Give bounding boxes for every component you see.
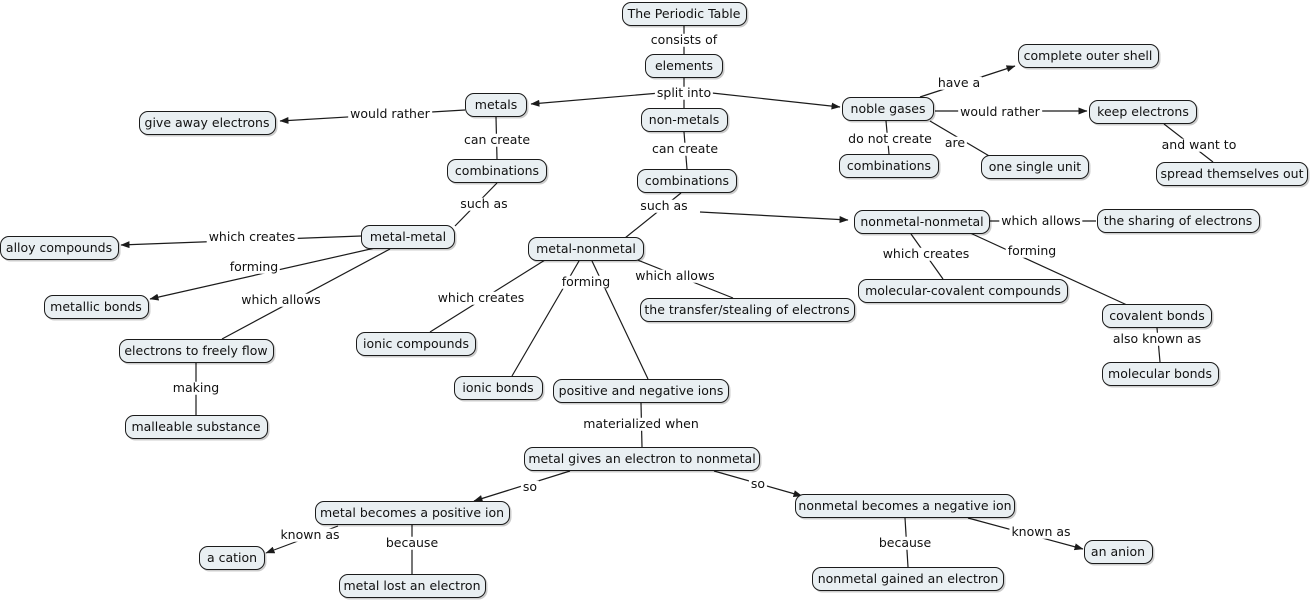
edge-label: also known as bbox=[1110, 330, 1204, 346]
edge-label: which allows bbox=[999, 212, 1083, 228]
concept-node-sharing-electrons[interactable]: the sharing of electrons bbox=[1096, 209, 1260, 233]
concept-node-malleable-substance[interactable]: malleable substance bbox=[124, 415, 268, 439]
concept-node-metals[interactable]: metals bbox=[465, 93, 527, 117]
edge-label: are bbox=[942, 134, 968, 150]
edge-label: split into bbox=[654, 84, 714, 100]
concept-node-noble-gases[interactable]: noble gases bbox=[842, 97, 934, 121]
concept-node-metal-gives-electron[interactable]: metal gives an electron to nonmetal bbox=[524, 447, 760, 471]
concept-node-metallic-bonds[interactable]: metallic bonds bbox=[43, 295, 149, 319]
edge-label: so bbox=[748, 475, 768, 491]
edge-label: which creates bbox=[880, 245, 972, 261]
concept-node-ionic-bonds[interactable]: ionic bonds bbox=[453, 376, 543, 400]
edge-label: known as bbox=[1009, 523, 1073, 539]
edge-label: can create bbox=[461, 131, 533, 147]
edge-label: so bbox=[520, 478, 540, 494]
edge-line bbox=[530, 92, 661, 107]
concept-node-a-cation[interactable]: a cation bbox=[199, 546, 265, 570]
concept-node-keep-electrons[interactable]: keep electrons bbox=[1089, 100, 1197, 124]
concept-node-spread-themselves-out[interactable]: spread themselves out bbox=[1156, 162, 1308, 186]
concept-node-non-metals[interactable]: non-metals bbox=[640, 108, 728, 132]
edge-label: forming bbox=[1005, 242, 1059, 258]
edge-label: forming bbox=[559, 273, 613, 289]
concept-node-give-away-electrons[interactable]: give away electrons bbox=[138, 111, 276, 135]
edge-label: such as bbox=[638, 197, 690, 213]
concept-node-nonmetal-combinations[interactable]: combinations bbox=[637, 169, 737, 193]
edge-label: would rather bbox=[958, 103, 1042, 119]
concept-node-metal-nonmetal[interactable]: metal-nonmetal bbox=[528, 237, 644, 261]
edge-label: because bbox=[383, 534, 441, 550]
edge-label: consists of bbox=[648, 31, 720, 47]
concept-node-molecular-covalent-compounds[interactable]: molecular-covalent compounds bbox=[858, 279, 1068, 303]
edge-line bbox=[699, 211, 849, 224]
concept-node-metal-combinations[interactable]: combinations bbox=[447, 159, 547, 183]
edge-label: materialized when bbox=[581, 415, 701, 431]
concept-node-alloy-compounds[interactable]: alloy compounds bbox=[0, 236, 119, 260]
concept-node-electrons-freely-flow[interactable]: electrons to freely flow bbox=[118, 339, 274, 363]
concept-node-ionic-compounds[interactable]: ionic compounds bbox=[356, 332, 476, 356]
edge-label: would rather bbox=[348, 105, 432, 121]
concept-node-molecular-bonds[interactable]: molecular bonds bbox=[1101, 362, 1219, 386]
concept-node-elements[interactable]: elements bbox=[645, 54, 723, 78]
concept-node-metal-lost-electron[interactable]: metal lost an electron bbox=[338, 574, 486, 598]
concept-node-nonmetal-gained-electron[interactable]: nonmetal gained an electron bbox=[812, 567, 1004, 591]
concept-node-nonmetal-negative-ion[interactable]: nonmetal becomes a negative ion bbox=[795, 494, 1015, 518]
concept-node-nonmetal-nonmetal[interactable]: nonmetal-nonmetal bbox=[854, 210, 990, 234]
concept-node-one-single-unit[interactable]: one single unit bbox=[981, 155, 1089, 179]
concept-node-positive-negative-ions[interactable]: positive and negative ions bbox=[553, 379, 729, 403]
concept-node-covalent-bonds[interactable]: covalent bonds bbox=[1102, 304, 1212, 328]
concept-node-ng-combinations[interactable]: combinations bbox=[839, 154, 939, 178]
edge-label: known as bbox=[278, 526, 342, 542]
edge-label: can create bbox=[649, 140, 721, 156]
concept-node-metal-positive-ion[interactable]: metal becomes a positive ion bbox=[314, 501, 510, 525]
concept-node-transfer-stealing[interactable]: the transfer/stealing of electrons bbox=[639, 298, 855, 322]
edge-label: forming bbox=[227, 258, 281, 274]
edge-label: which allows bbox=[239, 291, 323, 307]
edge-label: because bbox=[876, 534, 934, 550]
edge-label: which creates bbox=[206, 228, 298, 244]
edge-label: and want to bbox=[1159, 136, 1239, 152]
edge-label: such as bbox=[458, 195, 510, 211]
concept-node-metal-metal[interactable]: metal-metal bbox=[361, 225, 455, 249]
edge-label: which creates bbox=[435, 289, 527, 305]
edge-label: have a bbox=[935, 74, 983, 90]
concept-node-complete-outer-shell[interactable]: complete outer shell bbox=[1017, 44, 1159, 68]
edge-line bbox=[711, 92, 841, 110]
edge-label: making bbox=[170, 379, 222, 395]
concept-node-an-anion[interactable]: an anion bbox=[1083, 540, 1153, 564]
edge-label: which allows bbox=[633, 267, 717, 283]
concept-node-periodic-table[interactable]: The Periodic Table bbox=[621, 2, 747, 26]
edge-label: do not create bbox=[846, 130, 934, 146]
